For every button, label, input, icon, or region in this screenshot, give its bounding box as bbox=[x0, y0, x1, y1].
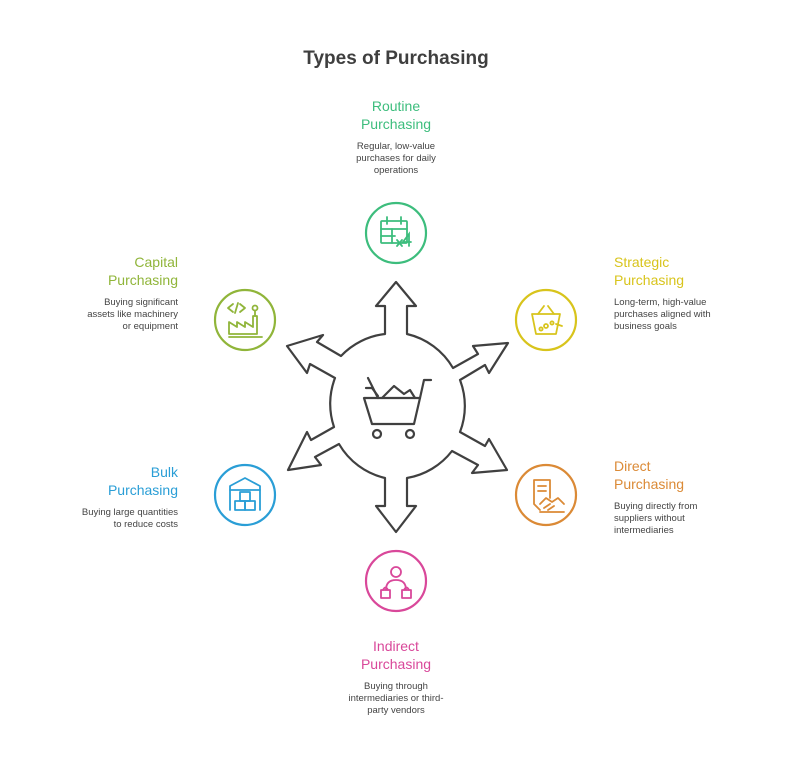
bulk-label-block: Bulk Purchasing Buying large quantities … bbox=[8, 463, 178, 531]
indirect-desc-line3: party vendors bbox=[367, 705, 425, 716]
indirect-label-block: Indirect Purchasing Buying through inter… bbox=[296, 637, 496, 717]
strategic-icon-circle bbox=[514, 288, 578, 352]
strategic-heading-line1: Strategic bbox=[614, 254, 670, 270]
capital-desc-line3: or equipment bbox=[122, 321, 178, 332]
shopping-cart-icon bbox=[362, 376, 433, 440]
capital-heading-line1: Capital bbox=[134, 254, 178, 270]
indirect-icon-circle bbox=[364, 549, 428, 613]
strategic-desc-line3: business goals bbox=[614, 321, 677, 332]
routine-desc-line3: operations bbox=[373, 165, 419, 176]
strategic-label-block: Strategic Purchasing Long-term, high-val… bbox=[614, 253, 784, 333]
hub-with-arrows bbox=[285, 280, 510, 534]
bulk-desc-line2: to reduce costs bbox=[113, 519, 178, 530]
direct-heading-line1: Direct bbox=[614, 458, 651, 474]
routine-heading-line2: Purchasing bbox=[360, 116, 432, 132]
diagram-title: Types of Purchasing bbox=[303, 48, 489, 69]
bulk-heading-line1: Bulk bbox=[150, 464, 178, 480]
basket-icon bbox=[531, 305, 563, 335]
routine-desc-line1: Regular, low-value bbox=[356, 141, 436, 152]
indirect-desc-line1: Buying through bbox=[364, 681, 428, 692]
capital-desc-line2: assets like machinery bbox=[87, 309, 178, 320]
factory-icon bbox=[227, 302, 263, 338]
bulk-desc-line1: Buying large quantities bbox=[81, 507, 178, 518]
direct-icon-circle bbox=[514, 463, 578, 527]
indirect-desc-line2: intermediaries or third- bbox=[348, 693, 444, 704]
shopper-bags-icon bbox=[380, 566, 412, 599]
strategic-desc-line1: Long-term, high-value bbox=[614, 297, 707, 308]
capital-desc-line1: Buying significant bbox=[104, 297, 178, 308]
direct-desc-line1: Buying directly from bbox=[614, 501, 698, 512]
direct-heading-line2: Purchasing bbox=[614, 476, 685, 492]
direct-desc-line2: suppliers without bbox=[614, 513, 685, 524]
capital-icon-circle bbox=[213, 288, 277, 352]
capital-heading-line2: Purchasing bbox=[107, 272, 178, 288]
routine-label-block: Routine Purchasing Regular, low-value pu… bbox=[296, 97, 496, 177]
indirect-heading-line2: Purchasing bbox=[360, 656, 432, 672]
indirect-heading-line1: Indirect bbox=[373, 638, 419, 654]
bulk-heading-line2: Purchasing bbox=[107, 482, 178, 498]
routine-heading-line1: Routine bbox=[371, 98, 421, 114]
capital-label-block: Capital Purchasing Buying significant as… bbox=[8, 253, 178, 333]
direct-desc-line3: intermediaries bbox=[614, 525, 674, 536]
direct-label-block: Direct Purchasing Buying directly from s… bbox=[614, 457, 784, 537]
calendar-x4-icon bbox=[380, 216, 412, 247]
routine-icon-circle bbox=[364, 201, 428, 265]
bulk-icon-circle bbox=[213, 463, 277, 527]
strategic-heading-line2: Purchasing bbox=[614, 272, 685, 288]
warehouse-icon bbox=[229, 477, 261, 511]
strategic-desc-line2: purchases aligned with bbox=[614, 309, 711, 320]
routine-desc-line2: purchases for daily bbox=[356, 153, 436, 164]
contract-handshake-icon bbox=[533, 479, 565, 513]
